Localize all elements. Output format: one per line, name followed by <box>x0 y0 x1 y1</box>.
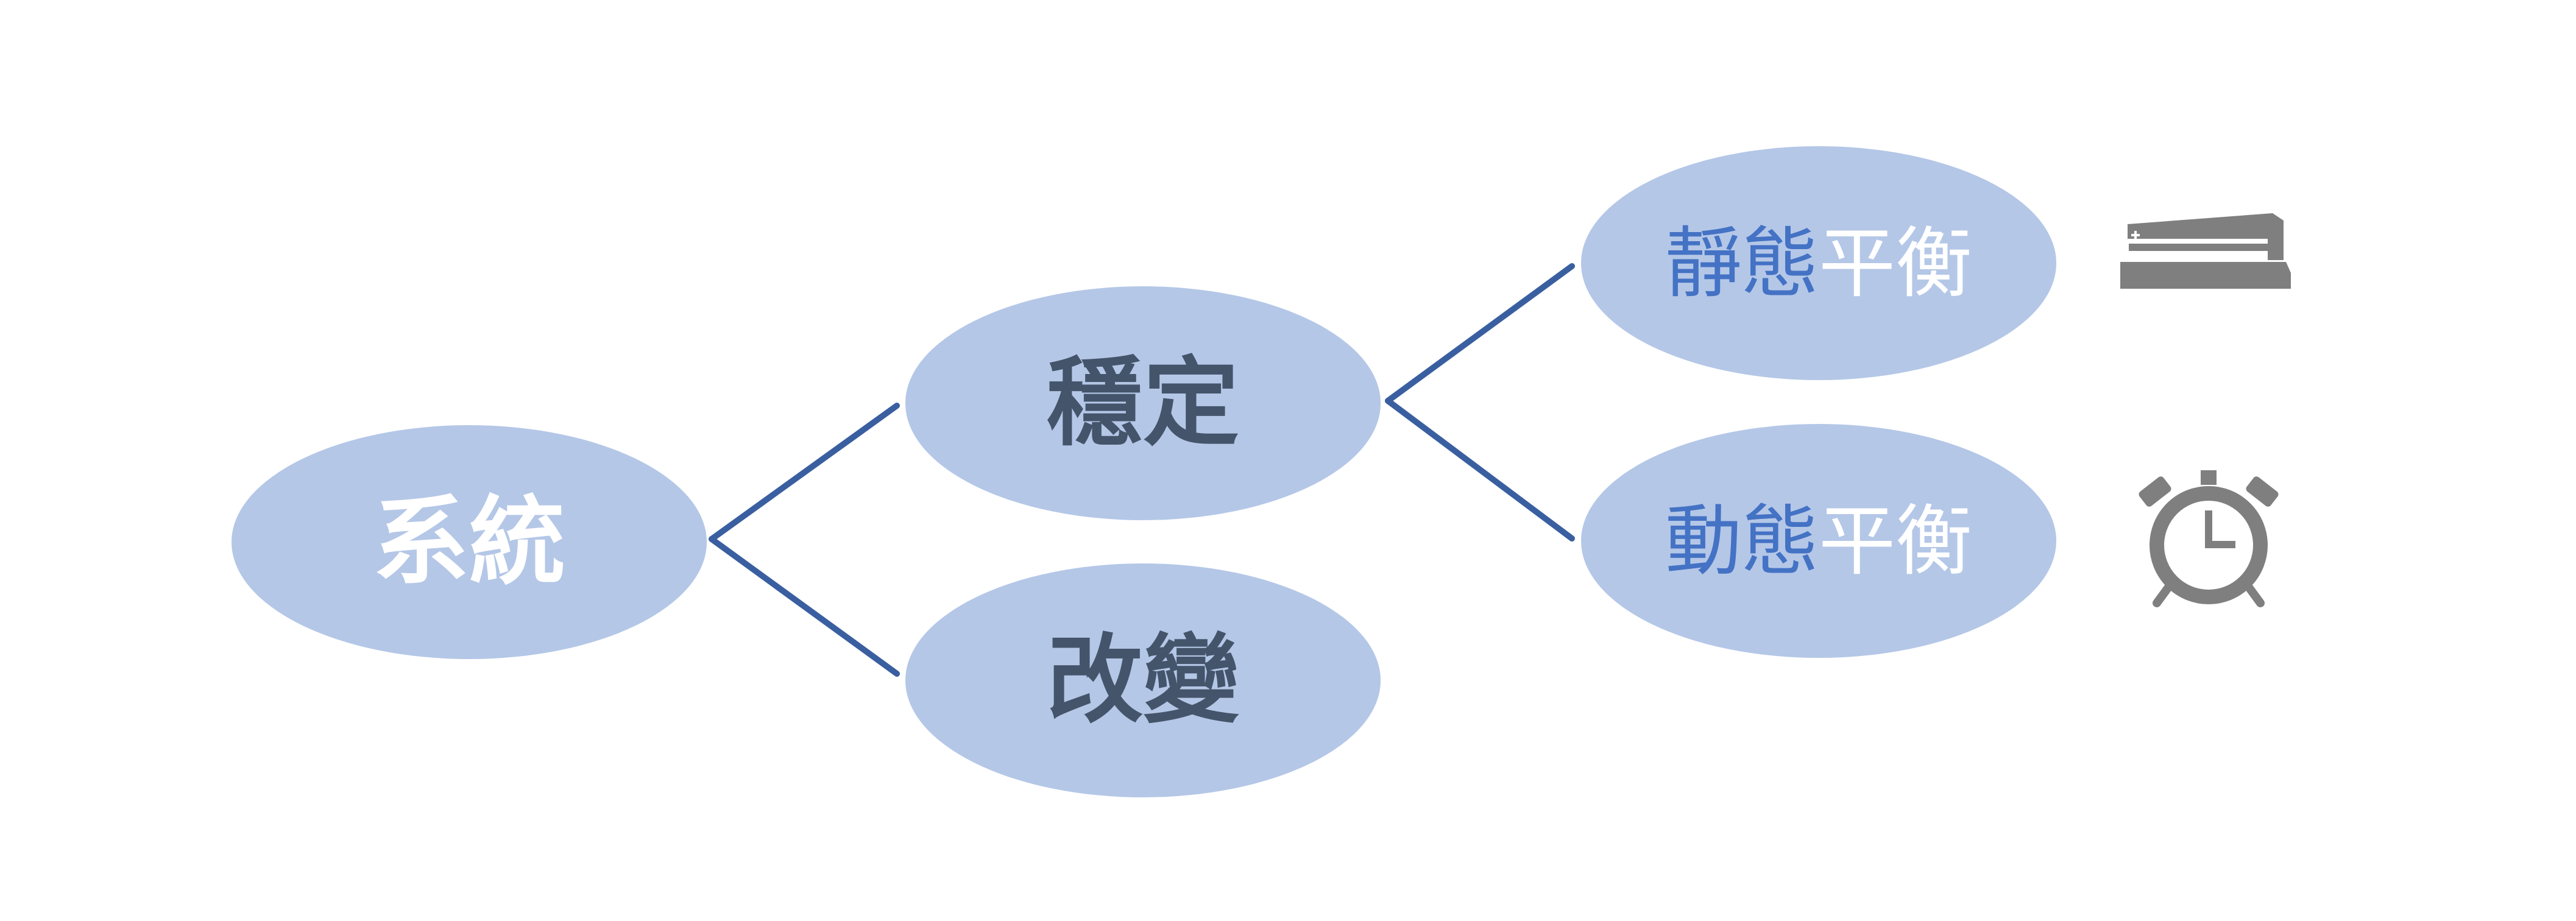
connector-stable-to-static <box>1385 263 1575 404</box>
node-root-system: 系統 <box>232 425 707 659</box>
node-dynamic-ellipse <box>1581 424 2056 658</box>
node-dynamic-label-part1: 動態 <box>1665 496 1819 586</box>
node-root-label: 系統 <box>373 486 565 598</box>
node-static-label: 靜態平衡 <box>1665 219 1972 308</box>
node-change-label: 改變 <box>1047 624 1239 736</box>
node-dynamic-label-part2: 平衡 <box>1819 496 1972 586</box>
node-stable-ellipse <box>905 286 1381 520</box>
node-change-ellipse <box>905 563 1381 797</box>
stapler-icon <box>2120 213 2291 289</box>
node-static-label-part2: 平衡 <box>1819 219 1972 308</box>
node-static-equilibrium: 靜態平衡 <box>1581 146 2056 380</box>
node-static-ellipse <box>1581 146 2056 380</box>
connector-root-to-stable <box>709 403 900 542</box>
connectors <box>709 263 1575 677</box>
node-stable: 穩定 <box>905 286 1381 520</box>
node-stable-label: 穩定 <box>1047 347 1239 459</box>
node-dynamic-label: 動態平衡 <box>1665 496 1972 586</box>
alarm-clock-icon <box>2139 470 2279 607</box>
node-static-label-part1: 靜態 <box>1665 219 1819 308</box>
node-change: 改變 <box>905 563 1381 797</box>
node-dynamic-equilibrium: 動態平衡 <box>1581 424 2056 658</box>
node-root-ellipse <box>232 425 707 659</box>
connector-root-to-change <box>709 536 900 677</box>
connector-stable-to-dynamic <box>1385 398 1575 542</box>
